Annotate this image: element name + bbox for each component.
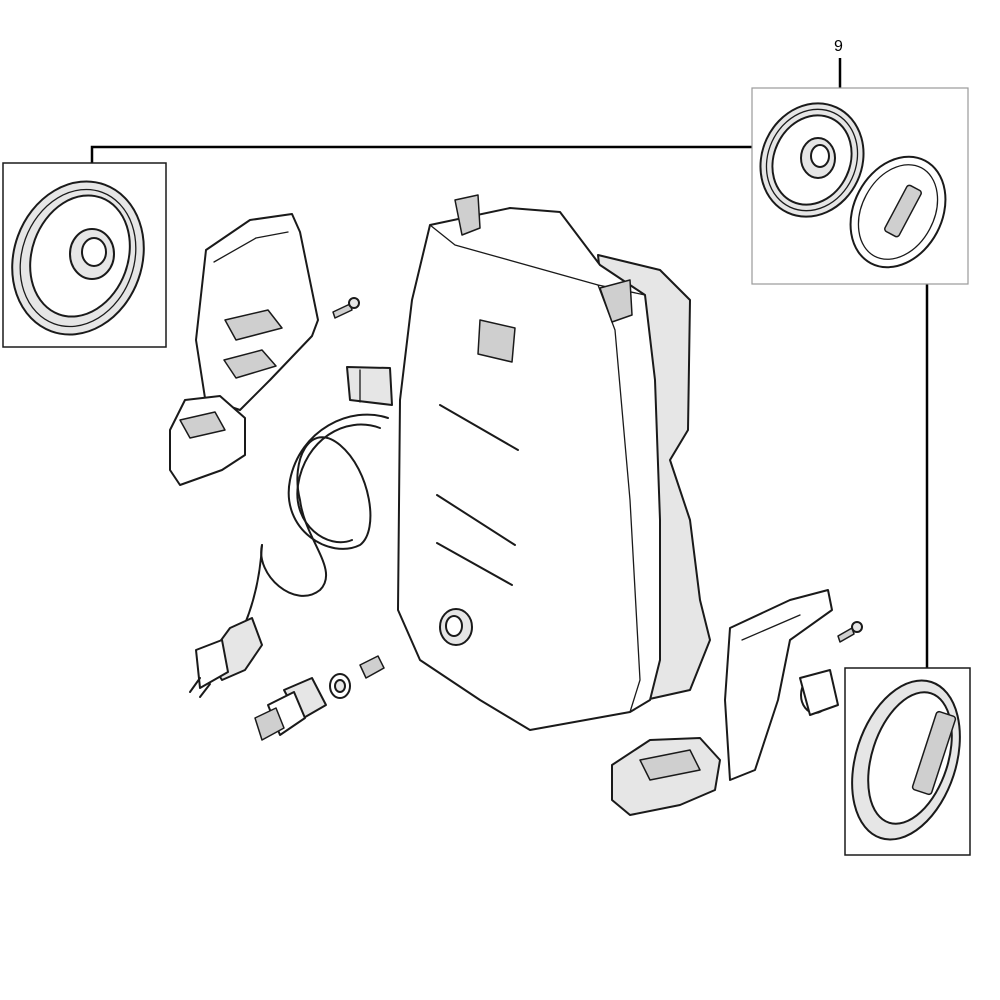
- left-wheel: [11, 180, 145, 336]
- wheel-kit-wheel: [759, 102, 865, 218]
- right-wheel-bracket: [611, 589, 839, 816]
- left-wheel-box: [2, 162, 167, 348]
- callout-number-9: 9: [834, 38, 843, 55]
- right-wheel-cover: [851, 679, 961, 841]
- switch-part: [346, 366, 393, 406]
- right-wheel-box: [844, 667, 971, 856]
- callout-leaders: [90, 58, 929, 668]
- wheel-kit-box: [751, 87, 969, 285]
- screws: [332, 297, 863, 679]
- wheel-kit-cover: [849, 155, 947, 269]
- left-wheel-bracket: [169, 213, 319, 486]
- power-cord: [189, 413, 389, 698]
- water-inlet-coupling: [254, 673, 351, 741]
- pressure-washer-housing: [397, 194, 711, 731]
